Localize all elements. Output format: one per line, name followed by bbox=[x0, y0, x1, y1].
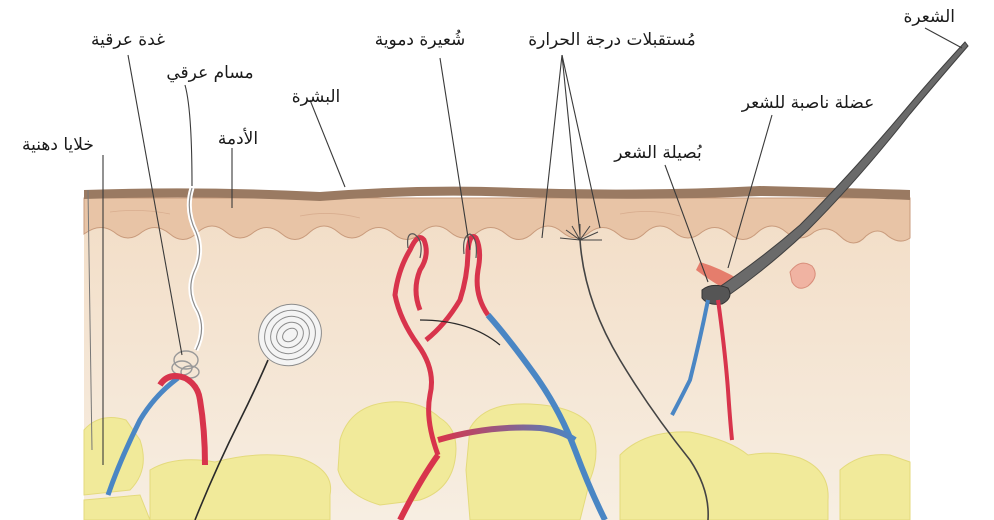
label-sweat-pore: مسام عرقي bbox=[166, 63, 253, 83]
label-temperature-receptors: مُستقبلات درجة الحرارة bbox=[528, 30, 696, 50]
label-erector-muscle: عضلة ناصبة للشعر bbox=[741, 93, 875, 113]
label-epidermis: البشرة bbox=[292, 87, 341, 107]
label-hair: الشعرة bbox=[903, 7, 955, 27]
label-capillary: شُعيرة دموية bbox=[375, 30, 466, 50]
label-dermis: الأدمة bbox=[218, 128, 258, 149]
label-fat-cells: خلايا دهنية bbox=[22, 135, 94, 155]
label-sweat-gland: غدة عرقية bbox=[91, 30, 165, 50]
label-hair-follicle: بُصيلة الشعر bbox=[613, 143, 702, 163]
